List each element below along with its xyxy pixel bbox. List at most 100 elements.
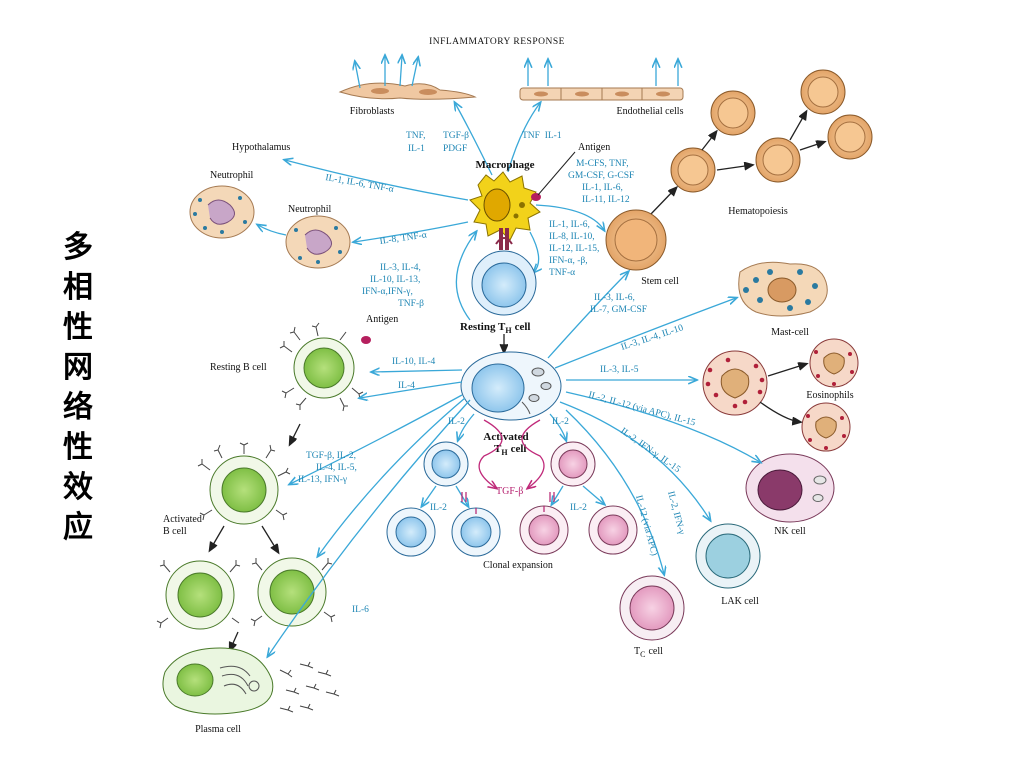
mast-cell (738, 261, 828, 317)
cytokine-il2-left-2: IL-2 (430, 503, 447, 513)
cytokine-il2-right: IL-2 (552, 417, 569, 427)
hypothalamus-label: Hypothalamus (232, 142, 290, 153)
cytokine-hema-1: M-CFS, TNF, (576, 159, 629, 169)
activated-th-label-1: Activated (483, 431, 528, 443)
activated-th-label-suffix: cell (511, 443, 527, 455)
cytokine-fib-3: TGF-β (443, 131, 469, 141)
cytokine-b-2: IL-4 (398, 381, 415, 391)
cytokine-actb-2: IL-4, IL-5, (316, 463, 357, 473)
cytokine-hypothalamus: IL-1, IL-6, TNF-α (324, 173, 394, 195)
cytokine-actb-3: IL-13, IFN-γ (298, 475, 347, 485)
endothelial-cells (519, 60, 684, 101)
daughter-b-cell-1 (156, 560, 241, 630)
antigen-2-label: Antigen (366, 314, 398, 325)
hematopoiesis-cells (649, 69, 873, 216)
cytokine-tc-2: IL-12 (via APC) (633, 494, 660, 557)
cytokine-plasma: IL-6 (352, 605, 369, 615)
macrophage-label: Macrophage (475, 159, 534, 171)
daughter-b-cell-2 (250, 557, 336, 627)
neutrophil-2-cell (285, 215, 351, 269)
cytokine-stem-1: IL-3, IL-6, (594, 293, 635, 303)
cytokine-th-mac-4: TNF-β (398, 299, 424, 309)
activated-b-label-1: Activated (163, 514, 202, 525)
cytokine-nk: IL-2, IL-12 (via APC), IL-15 (587, 389, 697, 428)
inflammatory-response-header: INFLAMMATORY RESPONSE (429, 37, 565, 47)
lak-cell (695, 523, 761, 589)
cytokine-actb-1: TGF-β, IL-2, (306, 451, 356, 461)
antibodies (279, 661, 340, 713)
resting-b-label: Resting B cell (210, 362, 267, 373)
activated-b-label-2: B cell (163, 526, 187, 537)
cytokine-neutrophil: IL-8, TNF-α (379, 230, 427, 247)
mhc-tcr-contact (495, 228, 513, 250)
plasma-cell-label: Plasma cell (195, 724, 241, 735)
eosinophils-label: Eosinophils (806, 390, 853, 401)
cytokine-lak: IL-2, IFN-γ, IL-15 (618, 426, 682, 475)
cytokine-th-mac-3: IFN-α,IFN-γ, (362, 287, 413, 297)
cytokine-th-mac-1: IL-3, IL-4, (380, 263, 421, 273)
cytokine-fib-1: TNF, (406, 131, 426, 141)
activated-th-label-sub: H (501, 448, 508, 457)
clonal-th-blue-2 (386, 507, 436, 557)
side-title: 多相性网络性效应 (63, 230, 93, 545)
antigen-1-label: Antigen (578, 142, 610, 153)
activated-b-cell (197, 442, 291, 525)
tc-cell-label-main: T (634, 646, 640, 657)
clonal-th-blue-3 (451, 507, 501, 557)
tgfb-receptors (461, 492, 555, 514)
fibroblasts-cell (338, 56, 477, 100)
cytokine-hema-3: IL-1, IL-6, (582, 183, 623, 193)
cytokine-fib-4: PDGF (443, 144, 467, 154)
clonal-th-blue-1 (423, 441, 469, 487)
cytokine-mac-th-1: IL-1, IL-6, (549, 220, 590, 230)
resting-th-label-suffix: cell (515, 321, 531, 333)
resting-th-cell (471, 250, 537, 316)
neutrophil-1-label: Neutrophil (210, 170, 254, 181)
cytokine-endo: TNF IL-1 (522, 131, 562, 141)
cytokine-eos: IL-3, IL-5 (600, 365, 639, 375)
neutrophil-1-cell (189, 185, 255, 239)
plasma-cell (162, 647, 274, 715)
endothelial-label: Endothelial cells (617, 106, 684, 117)
resting-th-label-sub: H (505, 326, 512, 335)
tc-cell-label-suffix: cell (648, 646, 663, 657)
cytokine-il2-left: IL-2 (448, 417, 465, 427)
eosinophils-cells (702, 338, 859, 452)
cytokine-hema-4: IL-11, IL-12 (582, 195, 630, 205)
cytokine-tc-1: IL-2, IFN-γ (665, 490, 686, 535)
neutrophil-2-label: Neutrophil (288, 204, 332, 215)
fibroblasts-label: Fibroblasts (350, 106, 395, 117)
resting-b-cell (279, 322, 371, 412)
lak-cell-label: LAK cell (721, 596, 759, 607)
cytokine-hema-2: GM-CSF, G-CSF (568, 171, 634, 181)
clonal-expansion-label: Clonal expansion (483, 560, 553, 571)
tc-cell-label-sub: C (640, 650, 645, 659)
clonal-th-pink-1 (550, 441, 596, 487)
tc-cell (619, 575, 685, 641)
resting-th-label-main: Resting T (460, 321, 506, 333)
activated-th-label-main: T (494, 443, 502, 455)
nk-cell-label: NK cell (774, 526, 806, 537)
activated-th-cell (460, 351, 562, 421)
cytokine-mac-th-5: TNF-α (549, 268, 575, 278)
hematopoiesis-label: Hematopoiesis (728, 206, 788, 217)
cytokine-stem-2: IL-7, GM-CSF (590, 305, 647, 315)
cytokine-tgfb: TGF-β (496, 486, 523, 497)
stem-cell (605, 209, 667, 271)
clonal-th-pink-3 (588, 505, 638, 555)
mast-cell-label: Mast-cell (771, 327, 809, 338)
stem-cell-label: Stem cell (641, 276, 679, 287)
cytokine-th-mac-2: IL-10, IL-13, (370, 275, 420, 285)
clonal-th-pink-2 (519, 505, 569, 555)
cytokine-mac-th-3: IL-12, IL-15, (549, 244, 599, 254)
cytokine-mac-th-4: IFN-α, -β, (549, 256, 588, 266)
macrophage-cell (469, 171, 541, 241)
cytokine-il2-right-2: IL-2 (570, 503, 587, 513)
cytokine-mac-th-2: IL-8, IL-10, (549, 232, 595, 242)
nk-cell (745, 453, 835, 523)
cytokine-fib-2: IL-1 (408, 144, 425, 154)
